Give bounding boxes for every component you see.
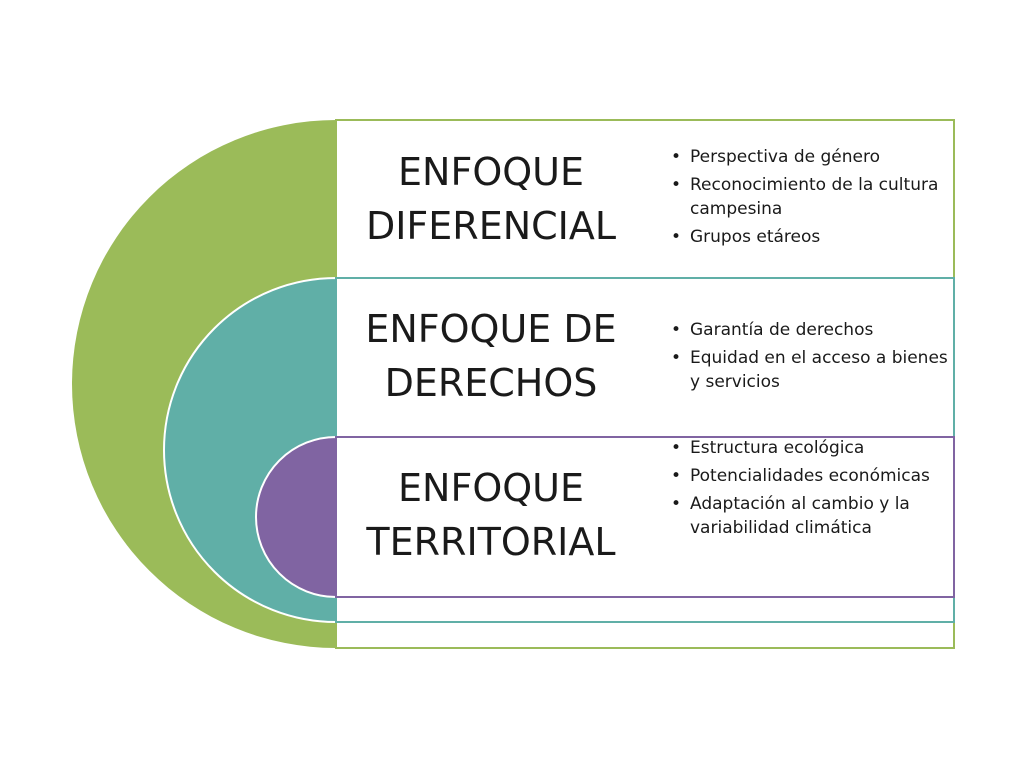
- arc-territorial: [255, 435, 337, 599]
- list-enfoque-territorial: Estructura ecológica Potencialidades eco…: [668, 436, 950, 544]
- list-item: Grupos etáreos: [668, 225, 950, 249]
- list-item: Estructura ecológica: [668, 436, 950, 460]
- list-enfoque-derechos: Garantía de derechos Equidad en el acces…: [668, 318, 950, 398]
- title-enfoque-territorial: ENFOQUE TERRITORIAL: [366, 466, 616, 564]
- list-item: Garantía de derechos: [668, 318, 950, 342]
- list-item: Potencialidades económicas: [668, 464, 950, 488]
- list-item: Reconocimiento de la cultura campesina: [668, 173, 950, 221]
- list-enfoque-diferencial: Perspectiva de género Reconocimiento de …: [668, 145, 950, 253]
- title-enfoque-diferencial: ENFOQUE DIFERENCIAL: [365, 150, 617, 248]
- list-item: Adaptación al cambio y la variabilidad c…: [668, 492, 950, 540]
- title-enfoque-derechos: ENFOQUE DE DERECHOS: [365, 307, 617, 405]
- list-item: Equidad en el acceso a bienes y servicio…: [668, 346, 950, 394]
- list-item: Perspectiva de género: [668, 145, 950, 169]
